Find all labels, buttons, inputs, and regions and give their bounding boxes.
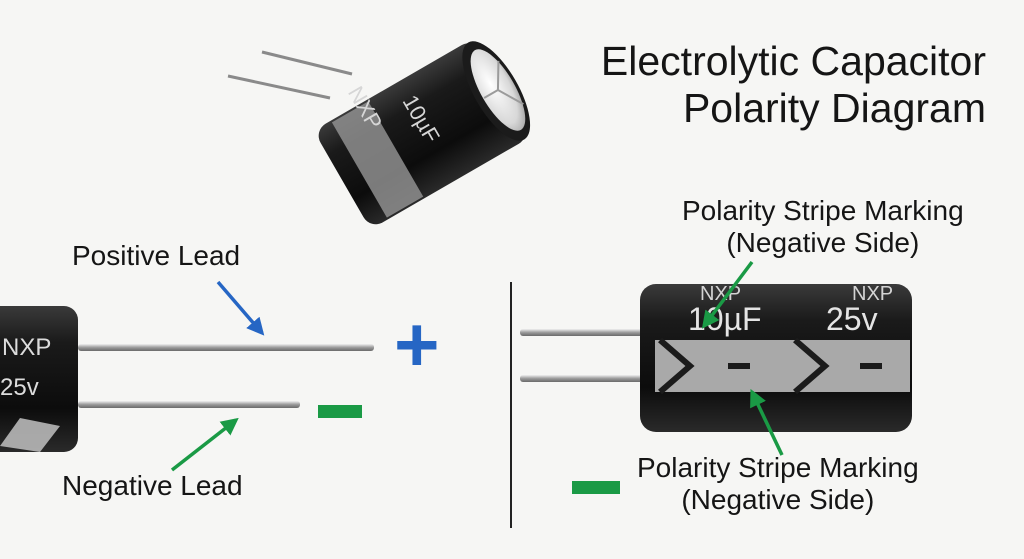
negative-lead — [78, 401, 300, 408]
stripe-marking-label-top: Polarity Stripe Marking (Negative Side) — [682, 195, 964, 259]
left-capacitor-brand-text: NXP — [2, 334, 51, 361]
top-capacitor: NXP 10µF — [227, 41, 531, 225]
right-capacitor-minus-mark-2 — [860, 363, 882, 369]
stripe-bottom-line-2: (Negative Side) — [681, 484, 875, 516]
negative-symbol-left — [318, 405, 362, 418]
top-capacitor-lead-b — [261, 50, 353, 76]
top-capacitor-lead-a — [227, 74, 331, 100]
right-capacitor-minus-mark-1 — [728, 363, 750, 369]
top-capacitor-stripe — [331, 101, 424, 218]
positive-lead-arrow — [216, 280, 265, 336]
positive-lead — [78, 344, 374, 351]
left-capacitor-voltage-text: 25v — [0, 374, 39, 401]
stripe-bottom-line-1: Polarity Stripe Marking — [637, 452, 919, 483]
title-line-1: Electrolytic Capacitor — [600, 38, 986, 84]
right-capacitor-stripe — [655, 340, 910, 392]
stripe-top-arrow — [701, 260, 754, 329]
left-capacitor-stripe — [0, 418, 60, 452]
right-capacitor-lead-bottom — [520, 375, 645, 382]
stripe-top-line-1: Polarity Stripe Marking — [682, 195, 964, 226]
negative-symbol-right — [572, 481, 620, 494]
right-capacitor: NXP NXP 10µF 25v — [520, 283, 912, 432]
right-capacitor-voltage-text: 25v — [826, 301, 878, 337]
negative-lead-label: Negative Lead — [62, 470, 243, 501]
diagram-title: Electrolytic Capacitor Polarity Diagram — [601, 38, 986, 132]
left-capacitor-body — [0, 306, 78, 452]
title-line-2: Polarity Diagram — [682, 85, 986, 132]
stripe-marking-label-bottom: Polarity Stripe Marking (Negative Side) — [637, 452, 919, 516]
right-capacitor-lead-top — [520, 329, 645, 336]
left-capacitor: NXP 25v — [0, 306, 374, 452]
stripe-bottom-arrow — [750, 388, 784, 456]
right-capacitor-capacitance-text: 10µF — [688, 301, 762, 337]
stripe-top-line-2: (Negative Side) — [726, 227, 920, 259]
positive-lead-label: Positive Lead — [72, 240, 241, 271]
right-capacitor-brand-text-2: NXP — [852, 283, 893, 305]
negative-lead-arrow — [170, 417, 239, 472]
positive-symbol: + — [394, 300, 440, 388]
